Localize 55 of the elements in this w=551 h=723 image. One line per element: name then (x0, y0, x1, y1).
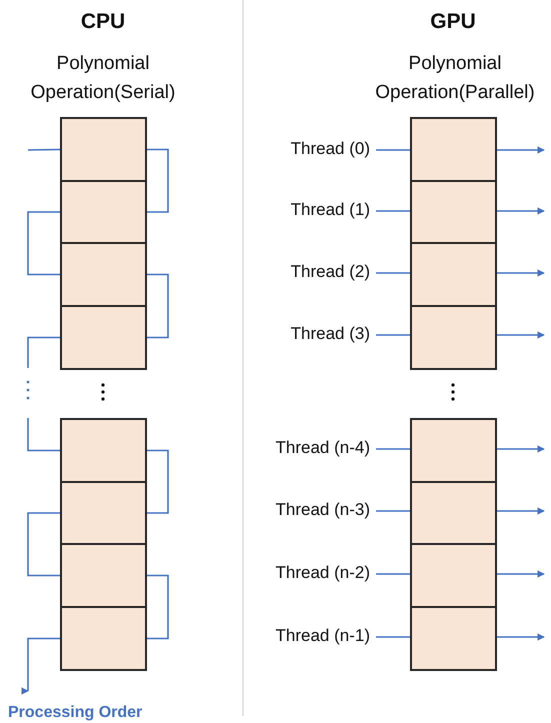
thread-label: Thread (0) (290, 139, 376, 159)
connector-line (376, 510, 410, 512)
memory-cell (410, 481, 497, 545)
arrow (497, 570, 545, 578)
connector-line (27, 211, 60, 276)
connector-line (376, 272, 410, 274)
memory-cell (410, 606, 497, 671)
connector-line (376, 210, 410, 212)
connector-line (27, 336, 60, 369)
connector-line (147, 148, 169, 213)
arrow (24, 638, 60, 692)
memory-cell (410, 242, 497, 307)
connector-line (376, 448, 410, 450)
connector-line (27, 512, 60, 576)
arrow (497, 207, 545, 215)
memory-cell (410, 305, 497, 370)
thread-label: Thread (1) (290, 200, 376, 220)
connector-line (147, 450, 169, 514)
arrow (497, 269, 545, 277)
memory-cell (60, 180, 147, 244)
arrow (497, 507, 545, 515)
arrow (497, 331, 545, 339)
memory-cell (410, 418, 497, 483)
connector-line (27, 417, 60, 452)
axis-caption: Processing Order (8, 703, 142, 723)
memory-cell (60, 305, 147, 370)
memory-cell (60, 242, 147, 307)
thread-label: Thread (n-4) (276, 438, 376, 458)
column-subtitle: Polynomial Operation(Parallel) (374, 52, 536, 104)
memory-cell (410, 180, 497, 244)
memory-cell (60, 117, 147, 182)
memory-cell (60, 418, 147, 483)
connector-line (376, 573, 410, 575)
column-subtitle: Polynomial Operation(Serial) (30, 52, 176, 104)
thread-label: Thread (n-2) (276, 563, 376, 583)
connector-line (376, 149, 410, 151)
connector-line (376, 334, 410, 336)
connector-line (28, 148, 60, 151)
thread-label: Thread (n-1) (276, 626, 376, 646)
memory-cell (410, 543, 497, 608)
memory-cell (410, 117, 497, 182)
arrow (497, 445, 545, 453)
thread-label: Thread (3) (290, 324, 376, 344)
column-heading: GPU (429, 9, 477, 35)
connector-line (147, 574, 169, 640)
memory-cell (60, 481, 147, 545)
connector-line (147, 274, 169, 338)
memory-cell (60, 543, 147, 608)
arrow (497, 633, 545, 641)
column-heading: CPU (80, 9, 126, 35)
connector-line (376, 636, 410, 638)
arrow (497, 146, 545, 154)
memory-cell (60, 606, 147, 671)
thread-label: Thread (n-3) (276, 500, 376, 520)
thread-label: Thread (2) (290, 262, 376, 282)
